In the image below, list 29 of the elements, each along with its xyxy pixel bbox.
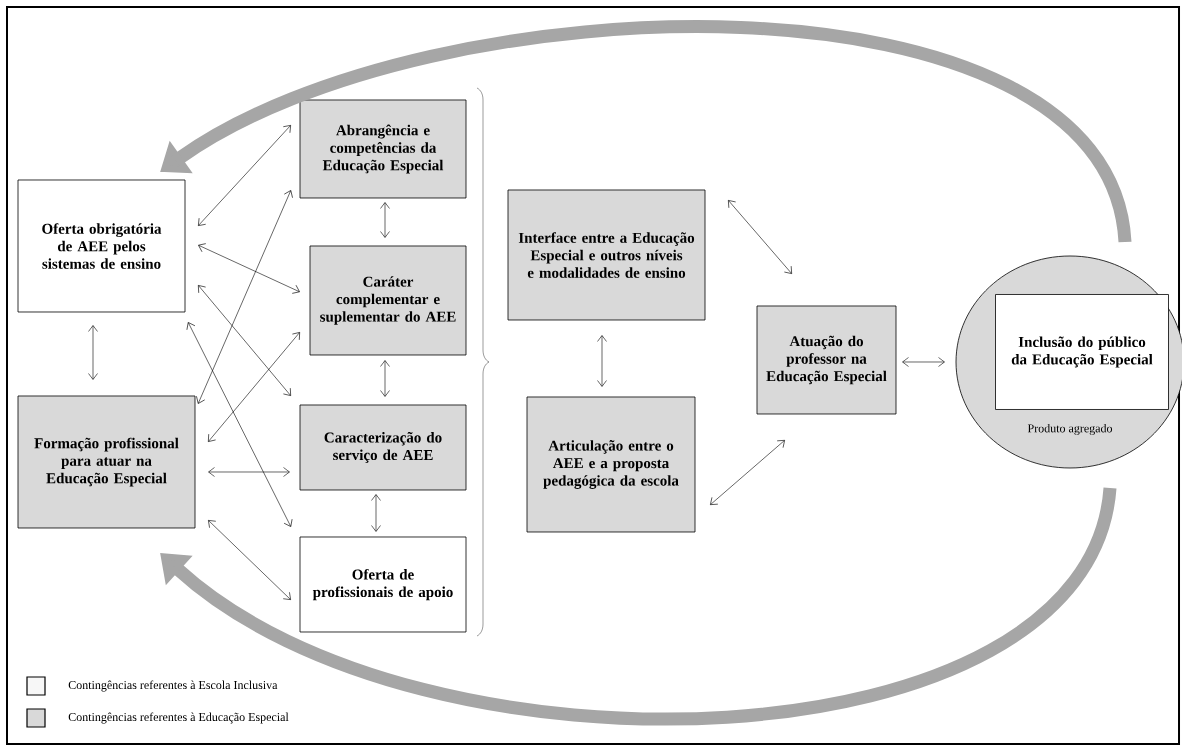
box: Articulação entre o AEE e a proposta pedagógica da escola bbox=[526, 396, 696, 533]
arrow bbox=[208, 467, 290, 477]
arrow bbox=[198, 285, 291, 396]
legend-label: Contingências referentes à Educação Especial bbox=[68, 712, 289, 724]
box: Oferta obrigatória de AEE pelos sistemas de ensino bbox=[17, 179, 186, 313]
box: Formação profissional para atuar na Educação Especial bbox=[17, 395, 196, 529]
box: Interface entre a Educação Especial e outros níveis e modalidades de ensino bbox=[507, 189, 706, 321]
arrow bbox=[198, 125, 291, 226]
box: Abrangência e competências da Educação Especial bbox=[299, 99, 467, 199]
arrow bbox=[380, 360, 390, 397]
box: Caracterização do serviço de AEE bbox=[299, 404, 467, 491]
arrow bbox=[196, 190, 293, 404]
arrow bbox=[380, 202, 390, 238]
arrow bbox=[597, 335, 607, 387]
box: Inclusão do público da Educação Especial bbox=[995, 294, 1169, 410]
arrow bbox=[88, 325, 98, 380]
curved-arrow bbox=[160, 486, 1117, 725]
legend-label: Contingências referentes à Escola Inclusiva bbox=[68, 680, 278, 692]
box: Atuação do professor na Educação Especial bbox=[756, 305, 897, 415]
arrow bbox=[902, 357, 945, 367]
arrow bbox=[186, 322, 293, 527]
arrow bbox=[208, 520, 291, 600]
box: Caráter complementar e suplementar do AEE bbox=[309, 245, 467, 356]
arrow bbox=[371, 494, 381, 532]
box: Oferta de profissionais de apoio bbox=[299, 536, 467, 633]
arrow bbox=[728, 200, 792, 274]
arrow bbox=[710, 440, 785, 505]
arrow bbox=[198, 243, 300, 294]
arrow bbox=[208, 332, 300, 442]
